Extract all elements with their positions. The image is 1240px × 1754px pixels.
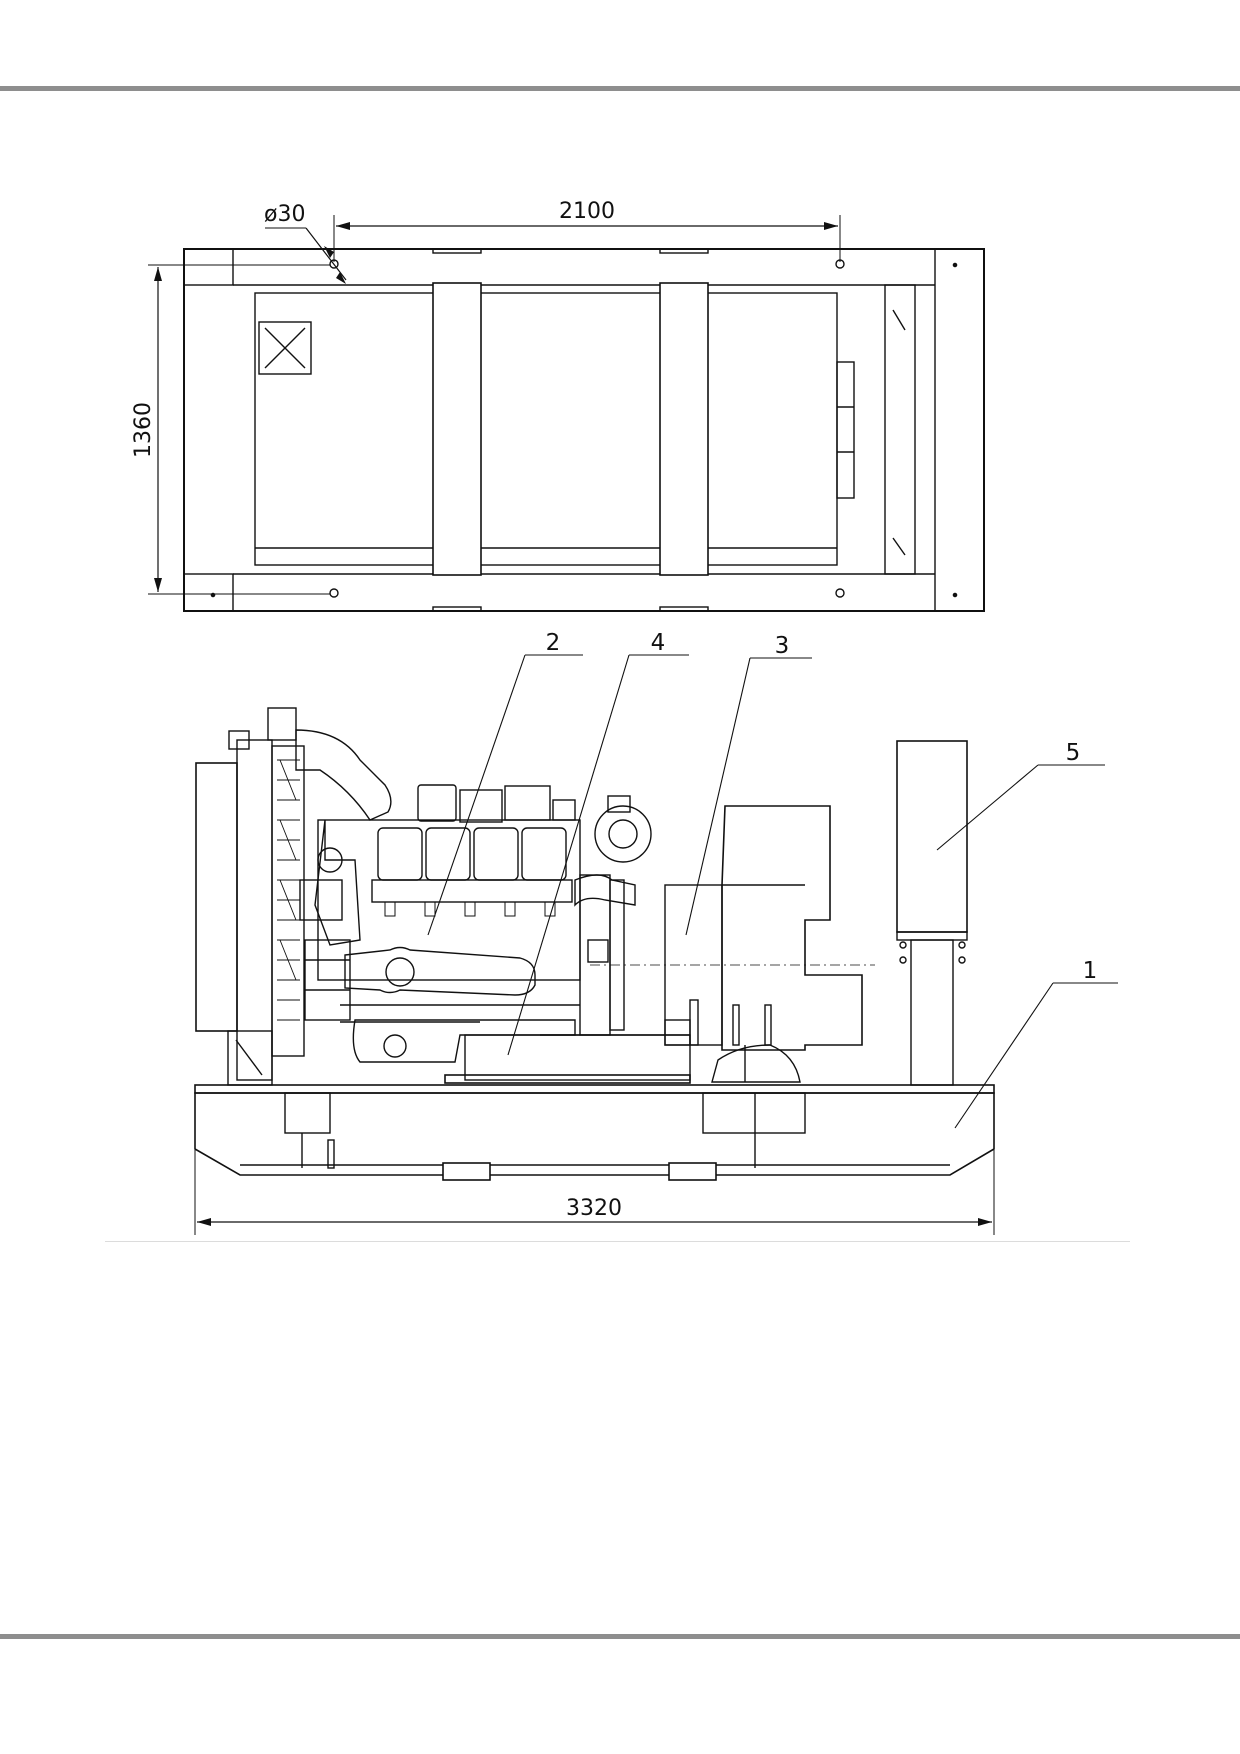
callout-2: 2 <box>546 630 561 656</box>
section-separator <box>105 1241 1130 1242</box>
manifold <box>371 879 573 903</box>
exhaust-pipe <box>574 874 636 907</box>
starter-cylinder <box>344 946 536 996</box>
side-view <box>194 654 1118 1235</box>
plan-strap <box>659 282 709 576</box>
top-filter <box>504 785 551 821</box>
turbocharger <box>594 805 652 863</box>
callout-4: 4 <box>651 630 666 656</box>
engine-mount-base <box>464 1034 691 1081</box>
plan-frame <box>183 248 985 612</box>
air-filter <box>417 784 457 822</box>
callout-leader-3 <box>685 657 751 936</box>
lifting-slot <box>442 1162 491 1181</box>
alternator-belt-unit <box>304 939 351 1021</box>
callout-leader-1 <box>954 982 1054 1129</box>
dim-label-diameter: ø30 <box>264 202 305 227</box>
control-panel-stand <box>910 939 954 1086</box>
header-rule <box>0 86 1240 91</box>
callout-3: 3 <box>775 633 790 659</box>
callout-leader-5 <box>936 764 1039 851</box>
plan-end-block <box>183 573 234 612</box>
oil-drain <box>383 1034 407 1058</box>
radiator-grille <box>271 745 305 1057</box>
plan-strap <box>432 282 482 576</box>
plan-end-block <box>183 248 234 286</box>
top-filter <box>459 789 503 823</box>
plan-panel <box>258 321 312 375</box>
dim-label-mount-spacing: 2100 <box>559 199 615 224</box>
plan-radiator <box>884 284 916 575</box>
callout-leader-4 <box>507 654 630 1056</box>
dim-label-length: 3320 <box>566 1196 622 1221</box>
vibration-mount <box>711 1044 801 1083</box>
control-panel <box>896 740 968 933</box>
cylinder-head <box>521 827 567 881</box>
radiator-core <box>195 762 238 1032</box>
plan-engine-body <box>254 292 838 566</box>
base-frame <box>194 1092 995 1176</box>
cylinder-head <box>425 827 471 881</box>
cylinder-head <box>377 827 423 881</box>
footer-rule <box>0 1634 1240 1639</box>
cylinder-head <box>473 827 519 881</box>
lifting-slot <box>668 1162 717 1181</box>
air-intake <box>295 729 392 821</box>
mount-hole <box>329 588 339 598</box>
base-frame-top <box>194 1084 995 1094</box>
radiator-frame <box>236 739 273 1081</box>
plan-alternator-box <box>836 361 855 499</box>
dim-leader-diameter <box>305 227 347 281</box>
plan-end-beam <box>934 248 985 612</box>
plan-view <box>148 215 985 612</box>
mount-hole <box>835 588 845 598</box>
alternator <box>721 805 863 1051</box>
callout-1: 1 <box>1083 958 1098 984</box>
oil-sump <box>352 1019 576 1063</box>
dim-label-width: 1360 <box>131 402 156 458</box>
callout-5: 5 <box>1066 740 1081 766</box>
callout-leader-2 <box>427 654 526 936</box>
radiator-cap <box>267 707 297 741</box>
